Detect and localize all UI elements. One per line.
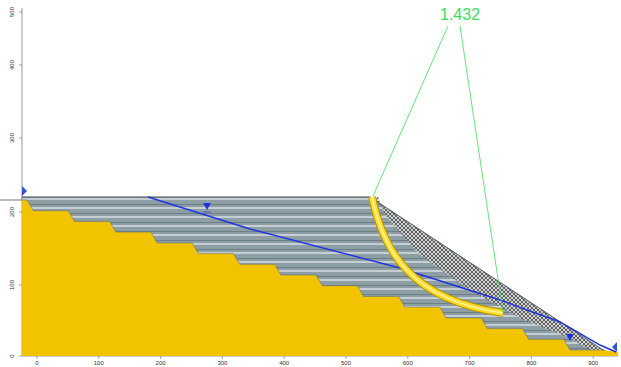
axis-tick	[531, 356, 532, 359]
leader-line	[460, 26, 503, 312]
y-tick-label: 200	[9, 207, 15, 217]
axis-tick	[160, 356, 161, 359]
axis-tick	[19, 138, 22, 139]
water-table	[148, 197, 616, 352]
water-marker-line	[203, 212, 211, 213]
x-tick-label: 800	[526, 360, 536, 366]
axis-tick	[346, 356, 347, 359]
x-tick-label: 300	[217, 360, 227, 366]
crest-line	[22, 197, 370, 198]
x-tick-label: 0	[35, 360, 38, 366]
axis-tick	[37, 356, 38, 359]
axis-tick	[19, 356, 22, 357]
x-tick-label: 100	[94, 360, 104, 366]
axis-tick	[593, 356, 594, 359]
x-tick-label: 200	[156, 360, 166, 366]
axis-tick	[98, 356, 99, 359]
y-tick-label: 100	[9, 280, 15, 290]
x-tick-label: 600	[403, 360, 413, 366]
leader-line	[373, 26, 448, 196]
embankment-layers	[0, 197, 605, 350]
x-tick-label: 900	[588, 360, 598, 366]
axis-tick	[469, 356, 470, 359]
axis-tick	[222, 356, 223, 359]
y-tick-label: 300	[9, 133, 15, 143]
slip-surface-outline	[372, 197, 503, 313]
axis-tick	[284, 356, 285, 359]
boundary-marker	[22, 186, 27, 196]
boundary-marker	[612, 342, 617, 352]
water-marker	[566, 334, 574, 341]
slip-surface-core	[372, 197, 503, 313]
axis-tick	[407, 356, 408, 359]
water-marker	[203, 203, 211, 210]
x-tick-label: 700	[465, 360, 475, 366]
y-tick-label: 500	[9, 7, 15, 17]
x-tick-label: 400	[279, 360, 289, 366]
y-tick-label: 0	[9, 354, 15, 357]
axis-tick	[19, 285, 22, 286]
axis-tick	[19, 212, 22, 213]
x-tick-label: 500	[341, 360, 351, 366]
axis-tick	[19, 12, 22, 13]
slip-surface	[372, 197, 503, 313]
y-tick-label: 400	[9, 60, 15, 70]
safety-factor: 1.432	[440, 7, 480, 23]
axis-tick	[19, 65, 22, 66]
